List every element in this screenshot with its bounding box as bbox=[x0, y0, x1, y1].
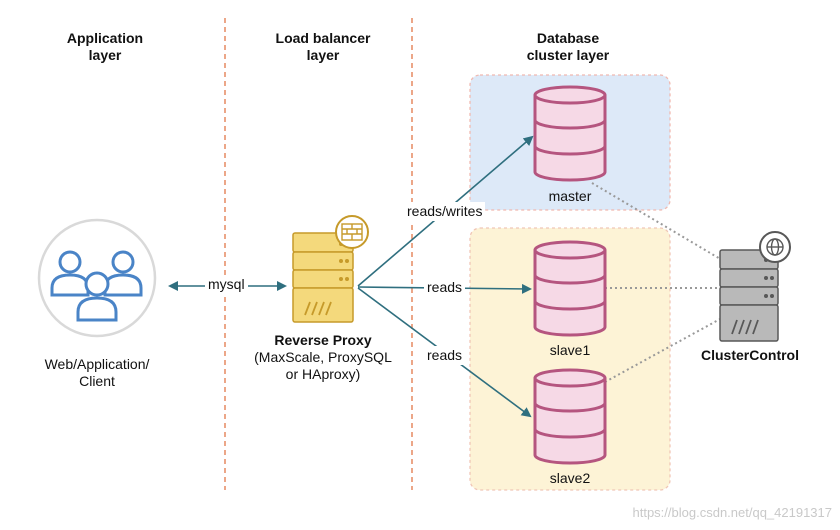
reads-slave2-label: reads bbox=[424, 346, 466, 365]
server-globe-icon bbox=[719, 231, 791, 342]
load-balancer-layer-header: Load balancer layer bbox=[275, 30, 371, 63]
database-icon-master bbox=[533, 85, 607, 182]
client-label: Web/Application/ Client bbox=[44, 356, 150, 389]
database-cluster-layer-header: Database cluster layer bbox=[526, 30, 610, 63]
reverse-proxy-title: Reverse Proxy bbox=[274, 332, 372, 348]
slave2-label: slave2 bbox=[549, 470, 591, 486]
reverse-proxy-subtitle: (MaxScale, ProxySQL or HAproxy) bbox=[254, 349, 392, 382]
clustercontrol-label: ClusterControl bbox=[701, 347, 799, 363]
database-icon-slave2 bbox=[533, 368, 607, 465]
slave1-label: slave1 bbox=[549, 342, 591, 358]
users-icon bbox=[37, 218, 157, 338]
monitor-link-master bbox=[591, 182, 723, 261]
monitor-link-slave2 bbox=[604, 317, 723, 383]
mysql-label: mysql bbox=[205, 276, 248, 293]
reads-writes-label: reads/writes bbox=[404, 202, 486, 221]
master-label: master bbox=[548, 188, 592, 204]
database-icon-slave1 bbox=[533, 240, 607, 337]
reads-slave1-label: reads bbox=[424, 278, 466, 297]
slave-zone bbox=[469, 227, 671, 491]
watermark: https://blog.csdn.net/qq_42191317 bbox=[632, 505, 833, 520]
application-layer-header: Application layer bbox=[66, 30, 144, 63]
server-firewall-icon bbox=[292, 215, 369, 323]
